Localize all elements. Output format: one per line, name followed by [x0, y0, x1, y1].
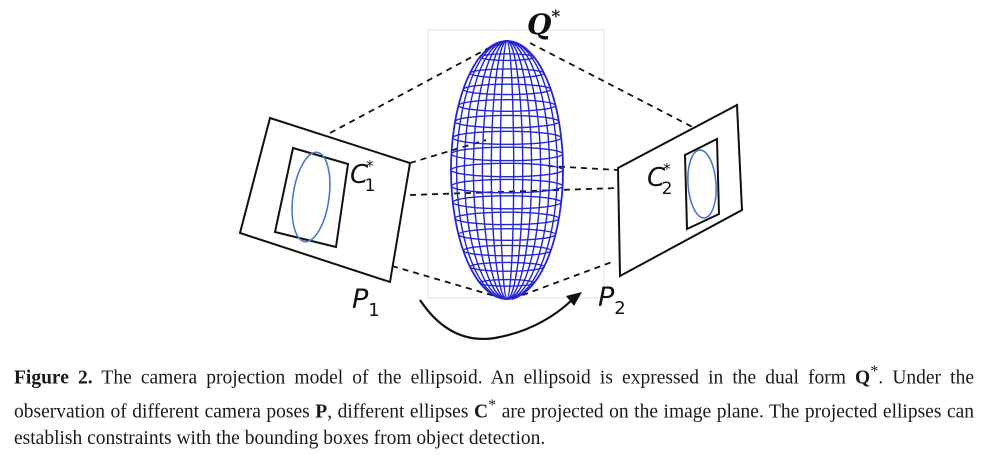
label-c2-star: C*2	[647, 160, 672, 199]
ellipsoid-meridian-1	[499, 40, 515, 300]
projected-ellipse-right	[687, 149, 717, 219]
motion-arrow-curve	[419, 299, 573, 340]
image-plane-left	[238, 116, 412, 284]
caption-symbol-c: C	[473, 401, 489, 422]
caption-text-4: are projected on the image plane. The pr…	[14, 401, 975, 449]
ray-top-left	[329, 42, 499, 134]
ellipsoid-meridian-2	[490, 40, 524, 300]
caption-text-1: The camera projection model of the ellip…	[92, 367, 856, 389]
ellipsoid-parallel-8	[450, 162, 564, 178]
ellipsoid-meridian-3	[481, 40, 533, 300]
ellipsoid-meridians	[455, 40, 559, 300]
ellipsoid-meridian-4	[472, 40, 542, 300]
image-plane-right-frame	[616, 103, 744, 278]
motion-arrow-head	[566, 292, 582, 306]
projected-ellipse-left	[291, 151, 331, 243]
ellipsoid-parallel-7	[450, 146, 564, 162]
ellipsoid-parallel-14	[469, 261, 545, 272]
motion-arrow	[419, 292, 582, 340]
label-p2: P2	[598, 282, 626, 319]
figure-caption-label: Figure 2.	[14, 367, 93, 389]
ray-top-right	[529, 42, 709, 136]
ellipsoid-parallel-5	[454, 114, 560, 129]
ray-mid-left-1	[409, 139, 487, 164]
ellipsoid-parallel-10	[452, 195, 562, 210]
image-plane-right	[616, 103, 744, 278]
ray-bottom-right	[511, 261, 613, 300]
ellipsoid-parallel-2	[469, 68, 545, 79]
ellipsoid-parallel-9	[450, 178, 564, 194]
ellipsoid-parallel-13	[462, 244, 552, 257]
caption-symbol-q: Q	[855, 367, 871, 389]
ellipsoid-parallel-15	[479, 278, 535, 287]
ellipsoid-parallels	[450, 53, 564, 287]
ray-mid-right-1	[547, 165, 619, 171]
ellipsoid-wireframe	[450, 40, 564, 300]
label-p1: P1	[352, 284, 380, 321]
bounding-box-right	[683, 137, 721, 231]
ellipsoid-parallel-12	[457, 227, 557, 241]
caption-text-2: . Under the observation of different cam…	[14, 367, 975, 423]
ellipsoid-parallel-3	[462, 83, 552, 96]
label-q-star: Q*	[527, 7, 560, 41]
ray-bottom-left	[391, 265, 506, 300]
caption-symbol-c-sup: *	[488, 395, 497, 414]
ellipsoid-parallel-11	[454, 211, 560, 226]
camera-projection-figure: Q* C*1 C*2 P1 P2	[238, 7, 744, 340]
label-c1-star: C*1	[350, 157, 375, 196]
ellipsoid-parallel-4	[457, 98, 557, 112]
caption-text-3: , different ellipses	[327, 401, 474, 422]
caption-symbol-q-sup: *	[870, 362, 879, 380]
ellipsoid-meridian-6	[455, 40, 559, 300]
caption-symbol-p: P	[315, 401, 328, 422]
ellipsoid-parallel-6	[452, 130, 562, 146]
bounding-box-left	[273, 146, 350, 249]
ellipsoid-parallel-1	[479, 53, 535, 62]
image-plane-left-frame	[238, 116, 412, 284]
ellipsoid-meridian-5	[463, 40, 551, 300]
figure-caption: Figure 2. The camera projection model of…	[14, 358, 974, 452]
ellipsoid-outline	[450, 40, 564, 300]
